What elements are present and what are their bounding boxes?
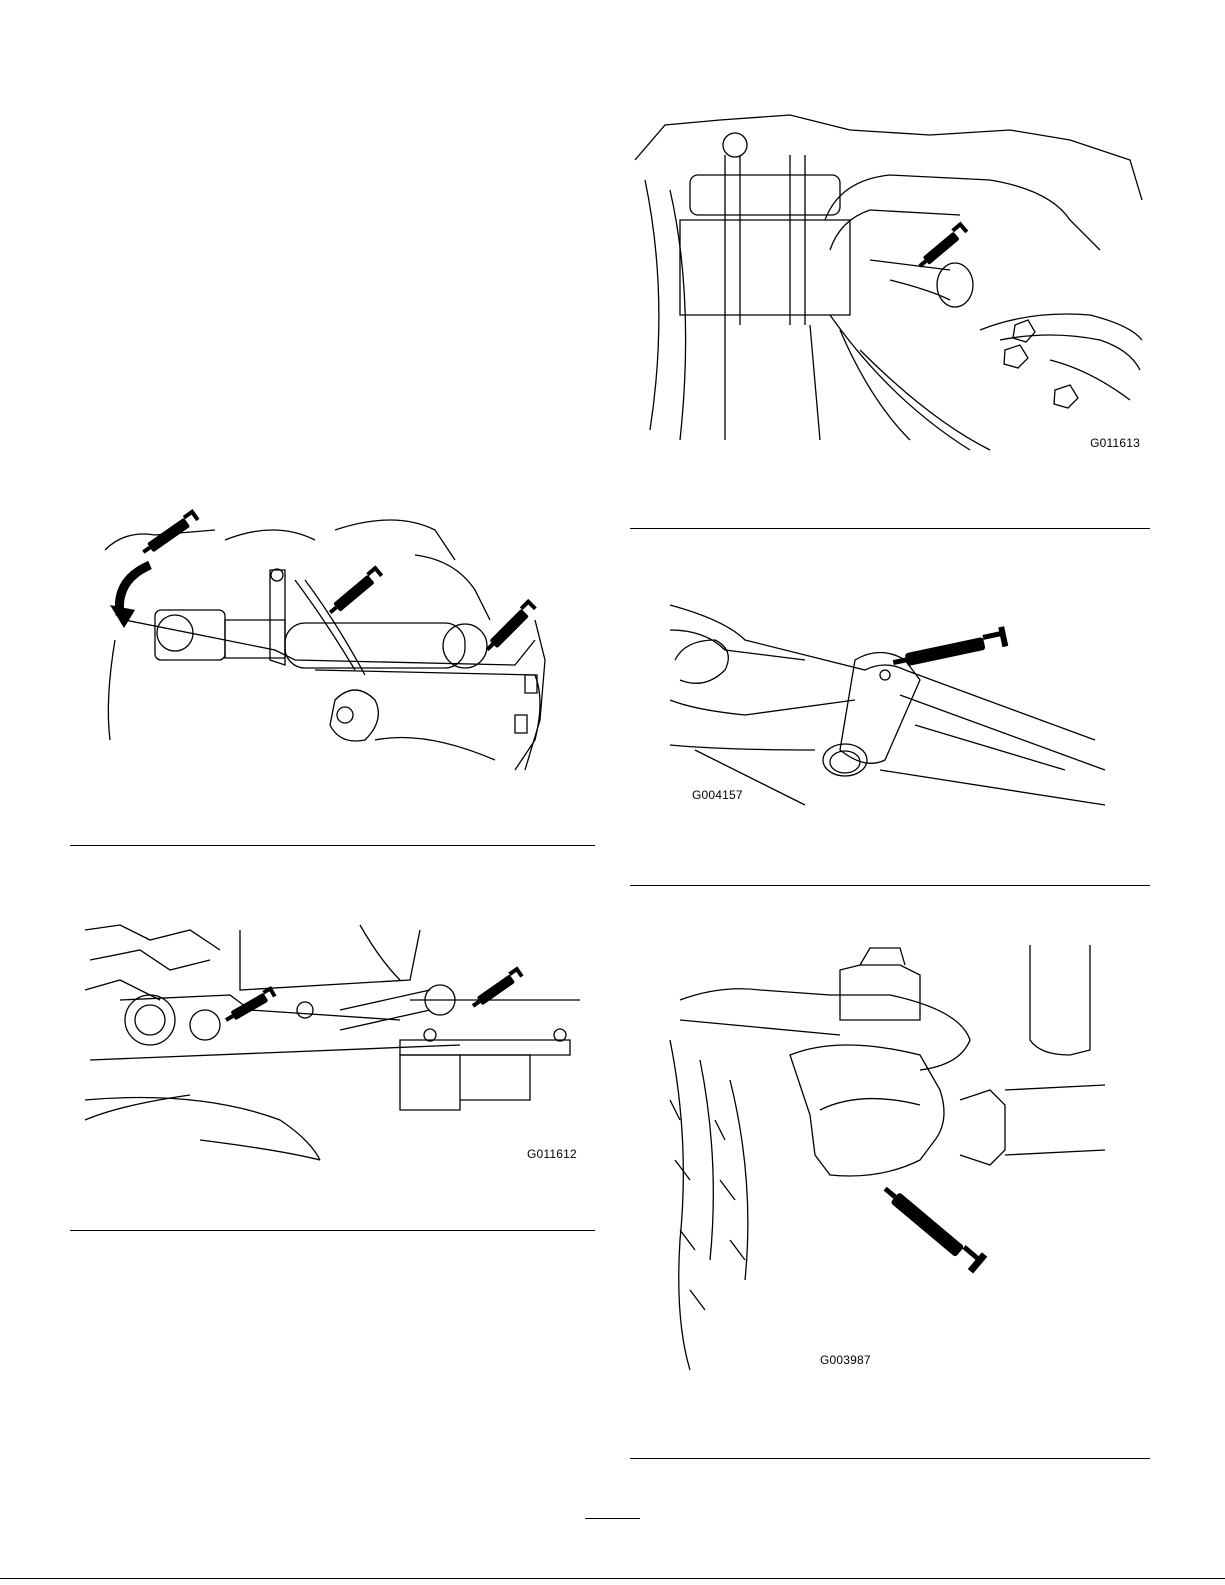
figure-driveshaft — [95, 500, 565, 780]
grease-gun-icon — [865, 1170, 1005, 1300]
grease-gun-icon — [320, 560, 395, 620]
figure-code: G004157 — [692, 788, 743, 802]
grease-gun-icon — [465, 960, 535, 1015]
page-number-underline — [585, 1518, 640, 1519]
grease-gun-icon — [475, 595, 550, 655]
figure-code: G011612 — [527, 1147, 577, 1161]
figure-ball-joint: G003987 — [660, 940, 1115, 1375]
section-divider — [630, 528, 1150, 529]
figure-rear-axle-pivot: G011613 — [630, 100, 1145, 460]
curved-arrow-icon — [110, 560, 160, 630]
figure-steering-cylinder: G011612 — [80, 920, 585, 1165]
grease-gun-icon — [910, 215, 980, 275]
grease-gun-icon — [135, 505, 210, 560]
section-divider — [70, 845, 595, 846]
grease-gun-icon — [220, 980, 285, 1030]
figure-tie-rod: G004157 — [665, 600, 1115, 815]
section-divider — [70, 1230, 595, 1231]
figure-code: G003987 — [820, 1353, 871, 1367]
grease-gun-icon — [890, 625, 1020, 675]
section-divider — [630, 885, 1150, 886]
page-footer-rule — [0, 1578, 1225, 1579]
section-divider — [630, 1458, 1150, 1459]
figure-code: G011613 — [1090, 436, 1140, 450]
